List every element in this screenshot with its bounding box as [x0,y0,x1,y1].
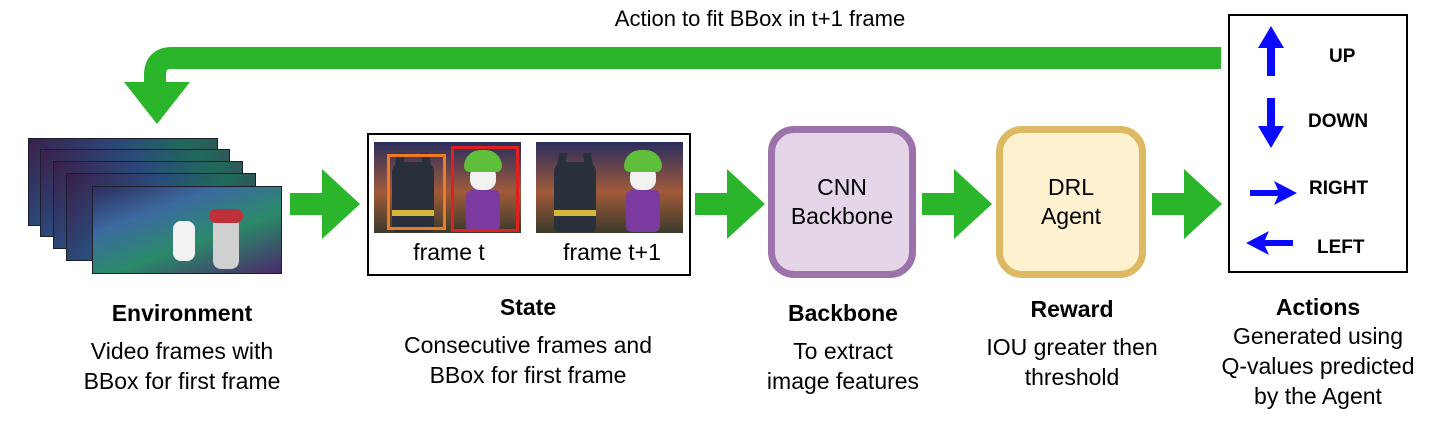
arrow-agent-to-actions [1152,169,1222,239]
bbox-orange [387,154,446,230]
arrow-up-icon [1258,26,1284,76]
environment-frame-stack [28,138,288,278]
agent-label: Agent [1040,203,1102,229]
backbone-desc-line1: To extract [793,338,893,364]
frame-t-image [374,142,521,233]
feedback-arrow [124,47,1221,124]
backbone-label: Backbone [790,203,894,229]
actions-desc-line1: Generated using [1232,323,1404,349]
action-up-label: UP [1329,46,1356,67]
drl-agent-box: DRL Agent [996,126,1146,278]
action-right-label: RIGHT [1309,178,1369,199]
reward-title: Reward [1030,296,1114,322]
arrow-right-icon [1250,181,1297,205]
state-desc-line2: BBox for first frame [429,362,627,388]
state-caption: State Consecutive frames and BBox for fi… [378,294,678,390]
state-box: frame t frame t+1 [367,133,691,276]
actions-caption: Actions Generated using Q-values predict… [1203,294,1433,411]
arrow-backbone-to-agent [922,169,992,239]
actions-desc-line2: Q-values predicted [1221,353,1415,379]
action-down-label: DOWN [1308,111,1369,132]
frame-t-label: frame t [413,239,485,265]
arrow-left-icon [1246,231,1293,255]
reward-desc-line2: threshold [1024,364,1120,390]
bbox-red [451,146,519,232]
backbone-caption: Backbone To extract image features [733,300,953,396]
reward-caption: Reward IOU greater then threshold [962,296,1182,392]
state-title: State [499,294,557,320]
feedback-arrow-line [144,47,1221,82]
drl-label: DRL [1047,174,1094,200]
backbone-desc-line2: image features [766,368,920,394]
actions-desc-line3: by the Agent [1254,383,1382,409]
feedback-arrow-head [124,82,190,124]
video-frame-front [92,186,282,274]
cnn-backbone-box: CNN Backbone [768,126,916,278]
actions-title: Actions [1275,294,1361,320]
action-left-label: LEFT [1317,237,1365,258]
frame-t1-image [536,142,683,233]
feedback-label: Action to fit BBox in t+1 frame [614,6,906,31]
frame-t1-label: frame t+1 [563,239,661,265]
actions-box: UP DOWN RIGHT LEFT [1228,14,1408,273]
environment-desc-line1: Video frames with [90,338,274,364]
arrow-env-to-state [290,169,360,239]
arrow-down-icon [1258,98,1284,148]
environment-caption: Environment Video frames with BBox for f… [52,300,312,396]
environment-title: Environment [111,300,253,326]
state-desc-line1: Consecutive frames and [403,332,652,358]
reward-desc-line1: IOU greater then [986,334,1158,360]
arrow-state-to-backbone [695,169,765,239]
environment-desc-line2: BBox for first frame [83,368,281,394]
backbone-title: Backbone [788,300,898,326]
cnn-label: CNN [817,174,867,200]
